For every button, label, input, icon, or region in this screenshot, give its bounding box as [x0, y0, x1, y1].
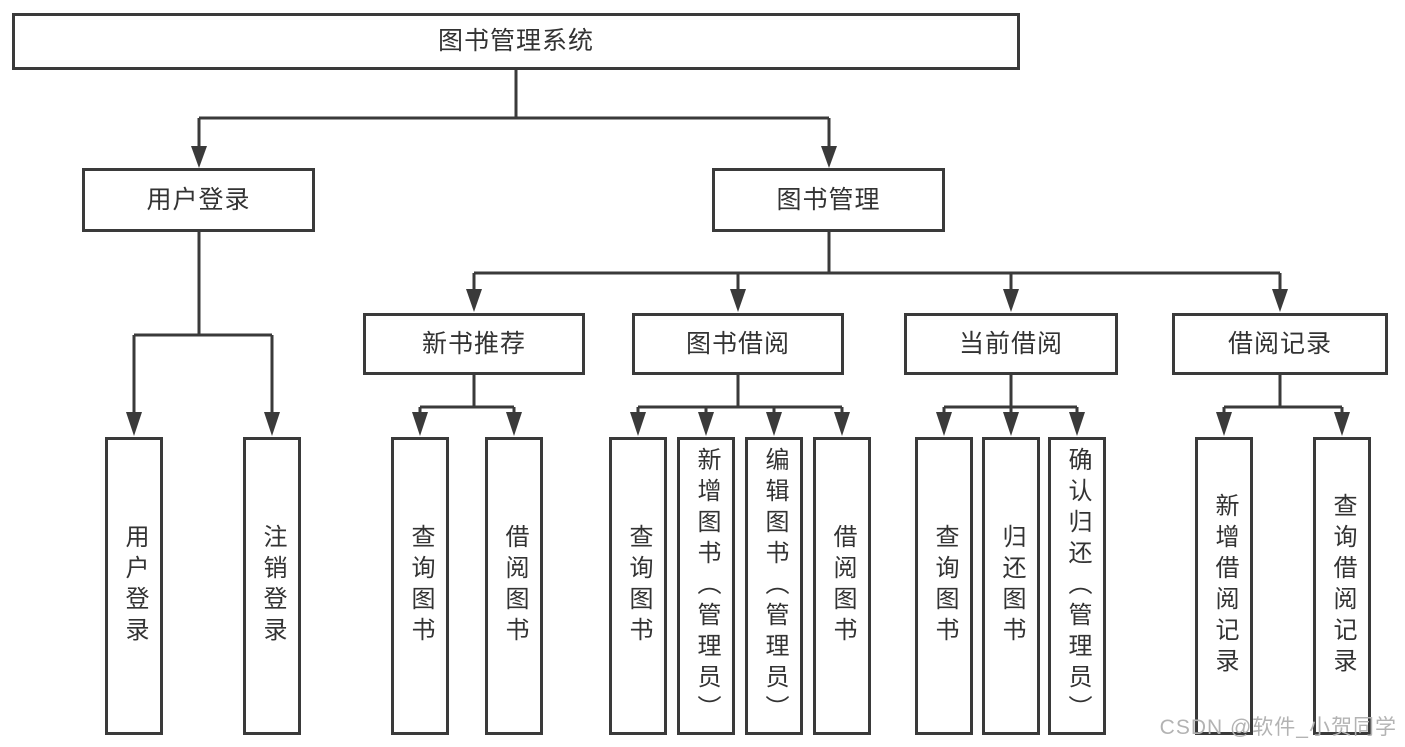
leaf-query-books-current: 查询图书: [915, 437, 973, 735]
node-user-login: 用户登录: [82, 168, 315, 232]
node-book-management: 图书管理: [712, 168, 945, 232]
node-current-borrowing: 当前借阅: [904, 313, 1118, 375]
leaf-edit-books-admin: 编辑图书（管理员）: [745, 437, 803, 735]
connector-user-login-to-leaves: [126, 232, 280, 436]
node-book-borrowing: 图书借阅: [632, 313, 844, 375]
connector-borrow-records-to-leaves: [1216, 375, 1350, 436]
node-new-book-recommendation: 新书推荐: [363, 313, 585, 375]
leaf-query-books-borrow: 查询图书: [609, 437, 667, 735]
leaf-add-borrow-record: 新增借阅记录: [1195, 437, 1253, 735]
leaf-return-books: 归还图书: [982, 437, 1040, 735]
leaf-logout: 注销登录: [243, 437, 301, 735]
connector-current-borrow-to-leaves: [936, 375, 1085, 436]
csdn-watermark: CSDN @软件_小贺同学: [1159, 716, 1397, 739]
leaf-borrow-books-rec: 借阅图书: [485, 437, 543, 735]
leaf-query-books-rec: 查询图书: [391, 437, 449, 735]
leaf-query-borrow-record: 查询借阅记录: [1313, 437, 1371, 735]
node-borrowing-records: 借阅记录: [1172, 313, 1388, 375]
connector-root-to-level2: [191, 70, 837, 168]
connector-book-mgmt-to-level3: [466, 232, 1288, 312]
leaf-user-login: 用户登录: [105, 437, 163, 735]
connector-new-book-rec-to-leaves: [412, 375, 522, 436]
leaf-add-books-admin: 新增图书（管理员）: [677, 437, 735, 735]
leaf-borrow-books: 借阅图书: [813, 437, 871, 735]
node-library-management-system: 图书管理系统: [12, 13, 1020, 70]
connector-book-borrow-to-leaves: [630, 375, 850, 436]
leaf-confirm-return-admin: 确认归还（管理员）: [1048, 437, 1106, 735]
